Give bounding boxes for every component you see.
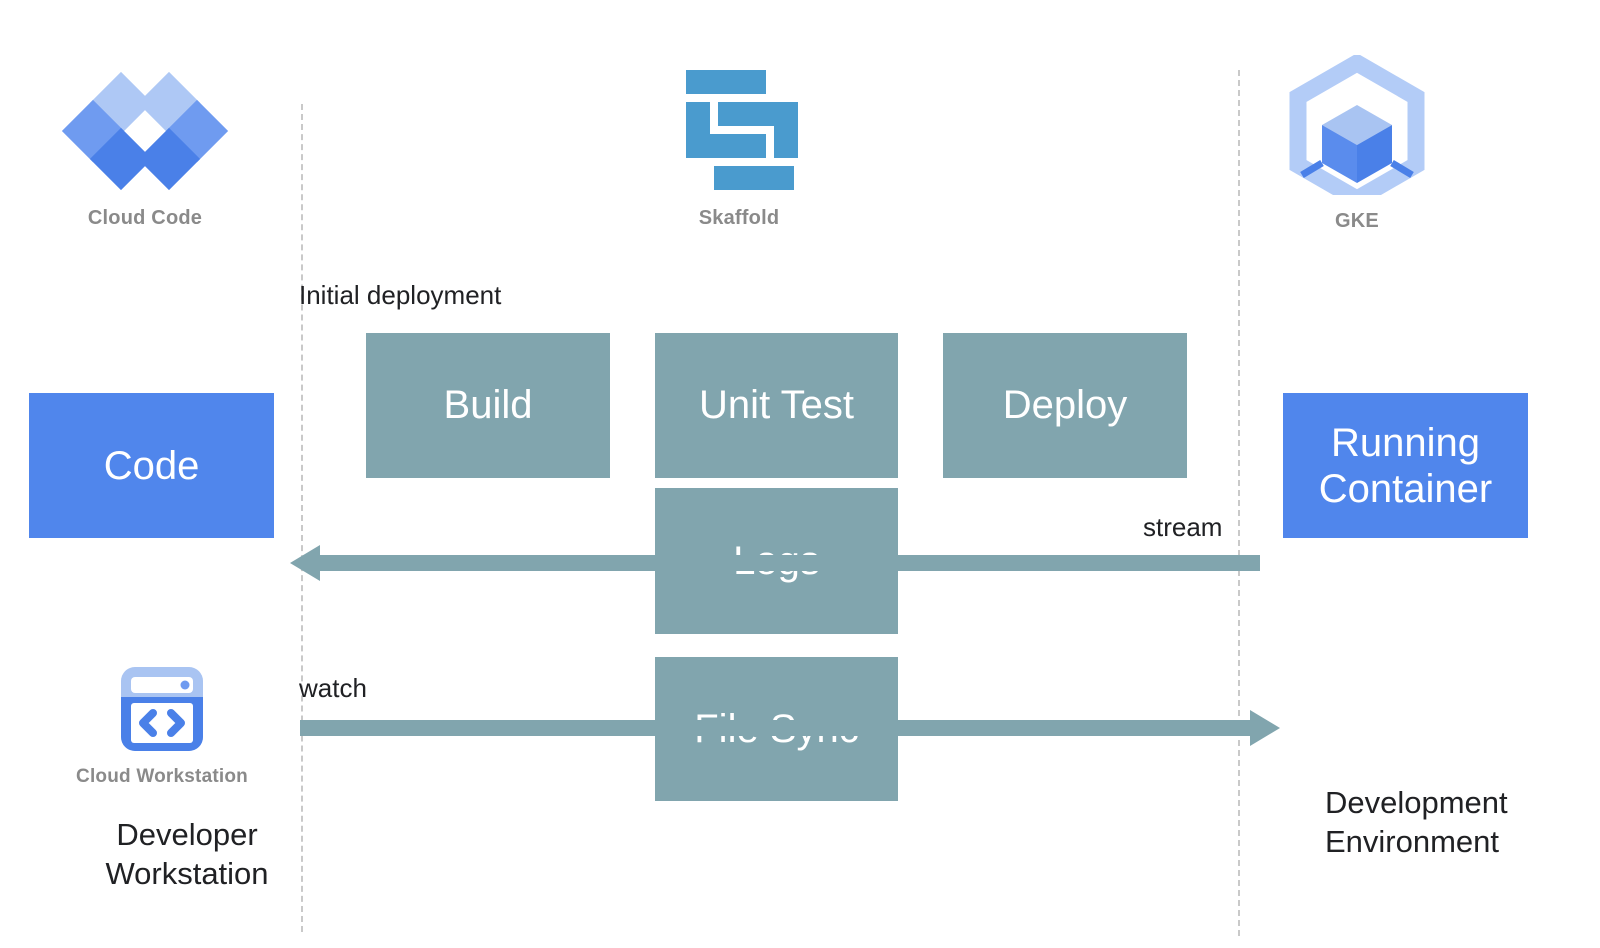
development-environment-caption: Development Environment — [1325, 785, 1508, 860]
watch-label: watch — [299, 673, 367, 703]
developer-workstation-caption: Developer Workstation — [105, 817, 269, 892]
initial-deployment-label: Initial deployment — [299, 280, 502, 310]
running-container-box[interactable]: Running Container — [1283, 393, 1528, 538]
logs-stream-arrow — [290, 545, 1260, 581]
boundary-line-right — [1238, 70, 1240, 936]
cloud-workstation-logo-block: Cloud Workstation — [57, 663, 267, 788]
skaffold-caption: Skaffold — [698, 207, 780, 229]
stage-box-build[interactable]: Build — [366, 333, 610, 478]
skaffold-s-icon — [686, 70, 798, 190]
code-box[interactable]: Code — [29, 393, 274, 538]
file-sync-watch-arrow — [300, 710, 1280, 746]
cloud-workstation-window-icon — [121, 667, 203, 751]
gke-caption: GKE — [1335, 210, 1379, 232]
boundary-line-left — [301, 104, 303, 932]
cloud-workstation-caption: Cloud Workstation — [76, 766, 248, 787]
cloud-code-caption: Cloud Code — [87, 207, 203, 229]
cloud-code-diamonds-icon — [61, 71, 229, 191]
stage-box-unit-test[interactable]: Unit Test — [655, 333, 898, 478]
stream-label: stream — [1143, 512, 1223, 542]
gke-logo-block: GKE — [1252, 53, 1462, 233]
gke-hexagon-cube-icon — [1289, 53, 1425, 209]
stage-box-deploy[interactable]: Deploy — [943, 333, 1187, 478]
cloud-code-logo-block: Cloud Code — [40, 62, 250, 230]
skaffold-logo-block: Skaffold — [634, 62, 844, 230]
